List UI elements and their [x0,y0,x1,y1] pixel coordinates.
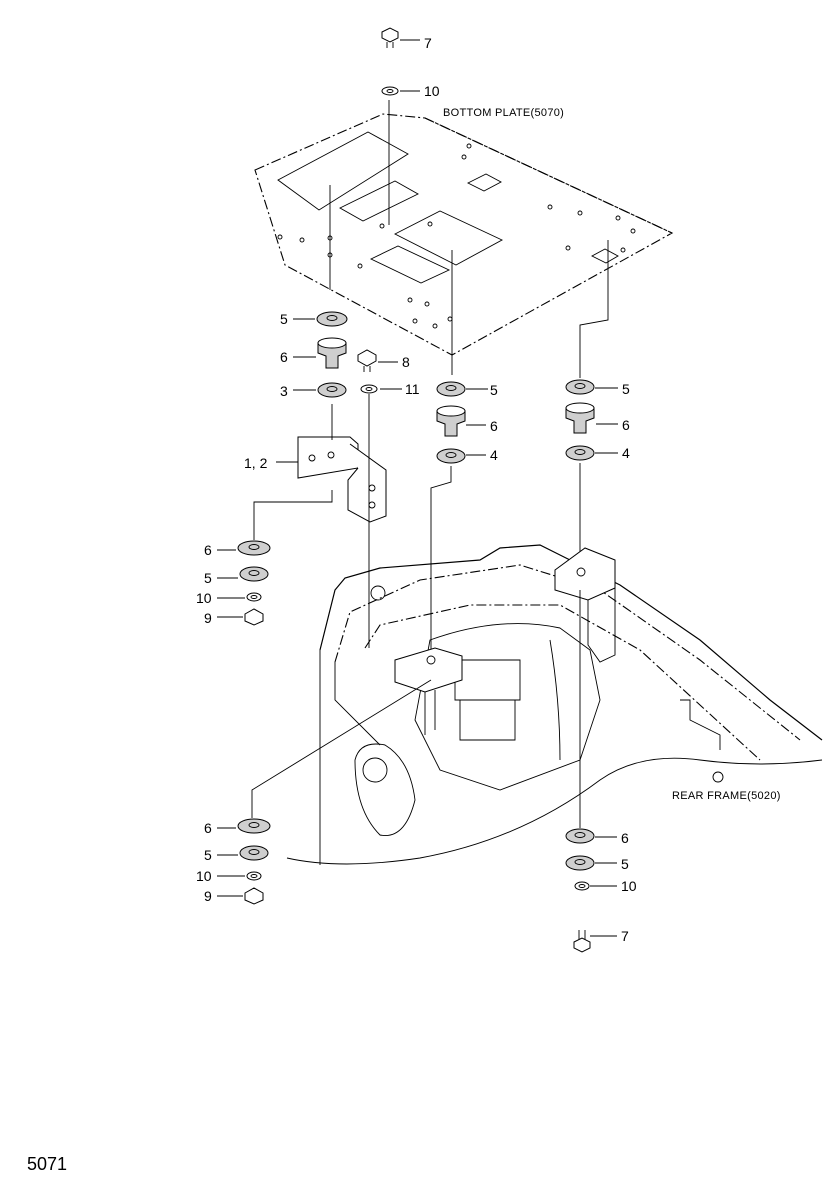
bush-6-left [293,337,347,369]
washer-5-left [293,311,348,327]
bracket-1-2 [253,436,387,540]
callout-4-right: 4 [622,445,630,461]
callout-5-mid: 5 [490,382,498,398]
lower-stack-a [217,540,271,626]
callout-5-lower-a: 5 [204,570,212,586]
bolt-8 [357,349,398,372]
callout-6-bottom-right: 6 [621,830,629,846]
callout-10-bottom-right: 10 [621,878,637,894]
rear-frame-label: REAR FRAME(5020) [672,790,781,802]
callout-9-lower-b: 9 [204,888,212,904]
callout-7-top: 7 [424,35,432,51]
callout-3: 3 [280,383,288,399]
right-stack [565,379,618,575]
callout-9-lower-a: 9 [204,610,212,626]
bottom-plate-label: BOTTOM PLATE(5070) [443,107,564,119]
callout-10-top: 10 [424,83,440,99]
callout-5-lower-b: 5 [204,847,212,863]
callout-4-mid: 4 [490,447,498,463]
washer-11 [360,384,402,394]
callout-5-bottom-right: 5 [621,856,629,872]
callout-5-right: 5 [622,381,630,397]
callout-10-lower-a: 10 [196,590,212,606]
middle-stack [430,381,488,656]
callout-1-2: 1, 2 [244,455,268,471]
callout-7-bottom: 7 [621,928,629,944]
callout-6-left: 6 [280,349,288,365]
centerline-lower-left [251,679,432,818]
callout-5-left: 5 [280,311,288,327]
page-number: 5071 [27,1154,68,1174]
washer-3 [293,382,347,398]
bottom-right-stack [565,828,617,891]
lower-stack-b [217,818,271,905]
callout-10-lower-b: 10 [196,868,212,884]
bolt-7-top [381,27,420,48]
bolt-7-bottom [573,930,617,953]
callout-6-mid: 6 [490,418,498,434]
rear-frame [286,544,823,865]
bottom-plate [254,100,674,378]
callout-6-lower-a: 6 [204,542,212,558]
callout-8: 8 [402,354,410,370]
callout-6-lower-b: 6 [204,820,212,836]
callout-11: 11 [405,381,420,397]
washer-10-top [381,86,420,96]
callout-6-right: 6 [622,417,630,433]
